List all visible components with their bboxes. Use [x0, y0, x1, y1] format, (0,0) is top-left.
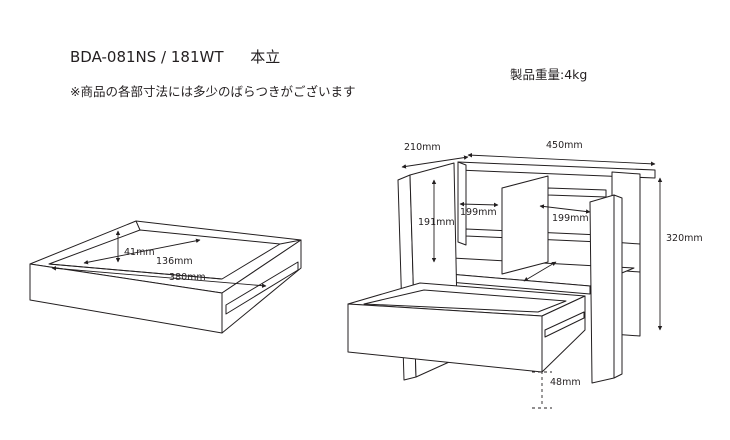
shelf-right-compartment-arrow [539, 204, 591, 214]
drawer-width-arrow [51, 266, 267, 288]
shelf-drawer-height-label: 48mm [550, 377, 581, 388]
shelf-drawer-inner [363, 289, 567, 313]
drawer-depth-label: 41mm [124, 247, 155, 258]
shelf-back-rail-upper [547, 187, 607, 198]
shelf-depth-arrow [401, 155, 469, 169]
product-title: BDA-081NS / 181WT 本立 [70, 46, 280, 67]
model-label: BDA-081NS / 181WT [70, 48, 224, 66]
shelf-left-compartment-arrow [459, 201, 499, 208]
type-label: 本立 [250, 48, 281, 66]
shelf-width-label: 450mm [546, 140, 583, 151]
shelf-width-arrow [467, 152, 656, 167]
shelf-drawer-side [541, 295, 586, 373]
shelf-height-label: 320mm [666, 233, 703, 244]
shelf-right-compartment-label: 199mm [552, 213, 589, 224]
shelf-inner-height-label: 191mm [418, 217, 455, 228]
weight-label: 製品重量:4kg [510, 67, 588, 82]
shelf-right-panel-edge [613, 194, 623, 379]
shelf-illustration [347, 161, 656, 384]
drawer-inner-width-label: 136mm [156, 256, 193, 267]
shelf-left-compartment-label: 199mm [460, 207, 497, 218]
dimension-note: ※商品の各部寸法には多少のばらつきがございます [70, 84, 356, 99]
shelf-drawer-rail [544, 311, 585, 338]
drawer-inner-width-arrow [83, 238, 201, 265]
drawer-illustration [29, 220, 302, 334]
shelf-depth-label: 210mm [404, 142, 441, 153]
drawer-side-rail [225, 261, 299, 315]
shelf-drawer-front [347, 303, 543, 373]
drawer-width-label: 380mm [169, 272, 206, 283]
shelf-right-panel [589, 194, 615, 384]
drawer-dimensions [51, 230, 267, 288]
shelf-dimensions [401, 152, 663, 409]
shelf-center-divider [501, 175, 549, 275]
shelf-divider-depth-arrow [523, 261, 557, 282]
shelf-back-left-post [457, 161, 467, 246]
